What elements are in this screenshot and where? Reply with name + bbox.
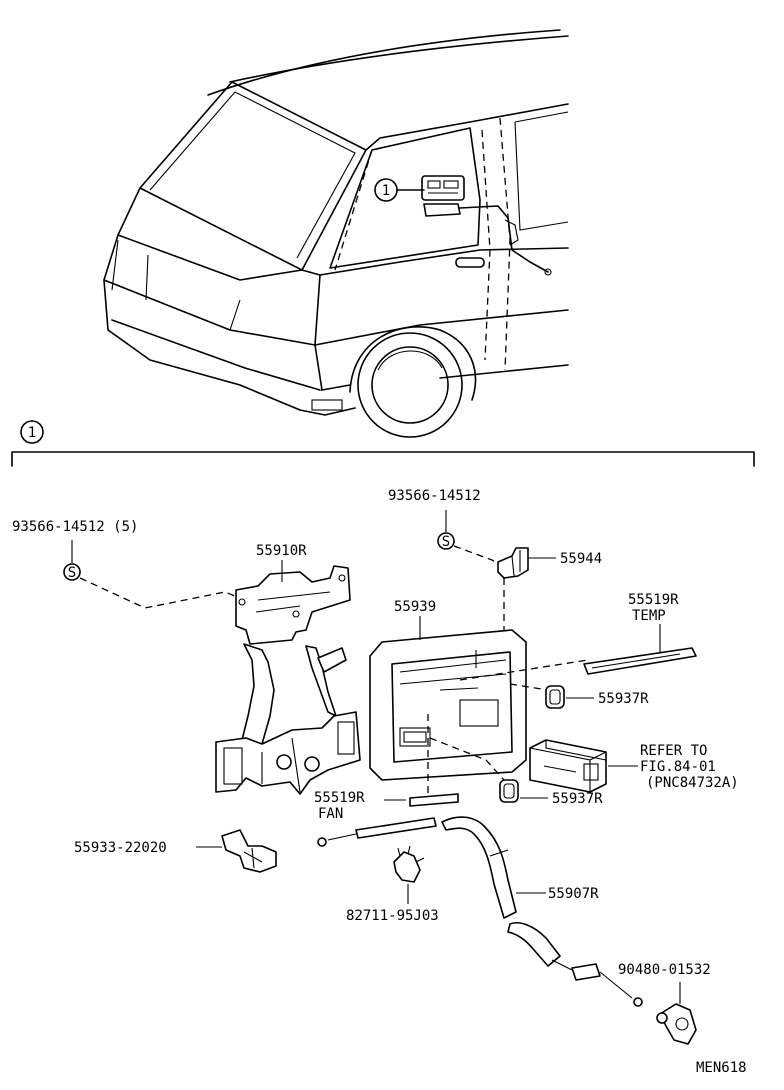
label-bezel: 55939 (394, 599, 436, 615)
bezel-55939 (369, 629, 527, 781)
guide-knob-lower (429, 737, 505, 781)
label-knob-lower: 55937R (552, 791, 603, 807)
knob-lower (499, 779, 548, 803)
bulb (656, 982, 697, 1045)
control-unit (529, 739, 638, 793)
section-callout-number: 1 (28, 425, 36, 441)
screw-right-symbol (437, 510, 501, 566)
label-clip-top: 55944 (560, 551, 602, 567)
figure-code: MEN618 (696, 1060, 747, 1076)
lamp-socket (393, 845, 425, 904)
label-temp-code: 55519R (628, 592, 679, 608)
screw-right-s: S (442, 534, 450, 550)
label-temp-name: TEMP (632, 608, 666, 624)
knob-upper (545, 685, 594, 709)
label-cable-clamp: 55933-22020 (74, 840, 167, 856)
screw-left-s: S (68, 565, 76, 581)
label-screw-left: 93566-14512 (5) (12, 519, 138, 535)
label-bracket: 55910R (256, 543, 307, 559)
control-cable (441, 816, 643, 1007)
label-refer-line1: REFER TO (640, 743, 707, 759)
vehicle-illustration (103, 29, 569, 438)
plate-fan (384, 793, 459, 807)
clip-55944 (497, 547, 556, 632)
rod-and-grommet (317, 817, 437, 847)
label-fan-name: FAN (318, 806, 343, 822)
section-frame (11, 420, 755, 467)
screw-left-symbol (63, 540, 241, 609)
guide-temp (459, 659, 589, 681)
cable-clamp (196, 829, 277, 873)
plate-temp (583, 624, 697, 675)
label-screw-right: 93566-14512 (388, 488, 481, 504)
guide-knob-upper (509, 683, 549, 691)
label-knob-upper: 55937R (598, 691, 649, 707)
label-refer-line3: (PNC84732A) (646, 775, 739, 791)
label-lamp-socket: 82711-95J03 (346, 908, 439, 924)
label-bulb: 90480-01532 (618, 962, 711, 978)
label-control-cable: 55907R (548, 886, 599, 902)
label-refer-line2: FIG.84-01 (640, 759, 716, 775)
bracket-55910r (215, 565, 361, 795)
overview-callout-number: 1 (382, 183, 390, 199)
label-fan-code: 55519R (314, 790, 365, 806)
